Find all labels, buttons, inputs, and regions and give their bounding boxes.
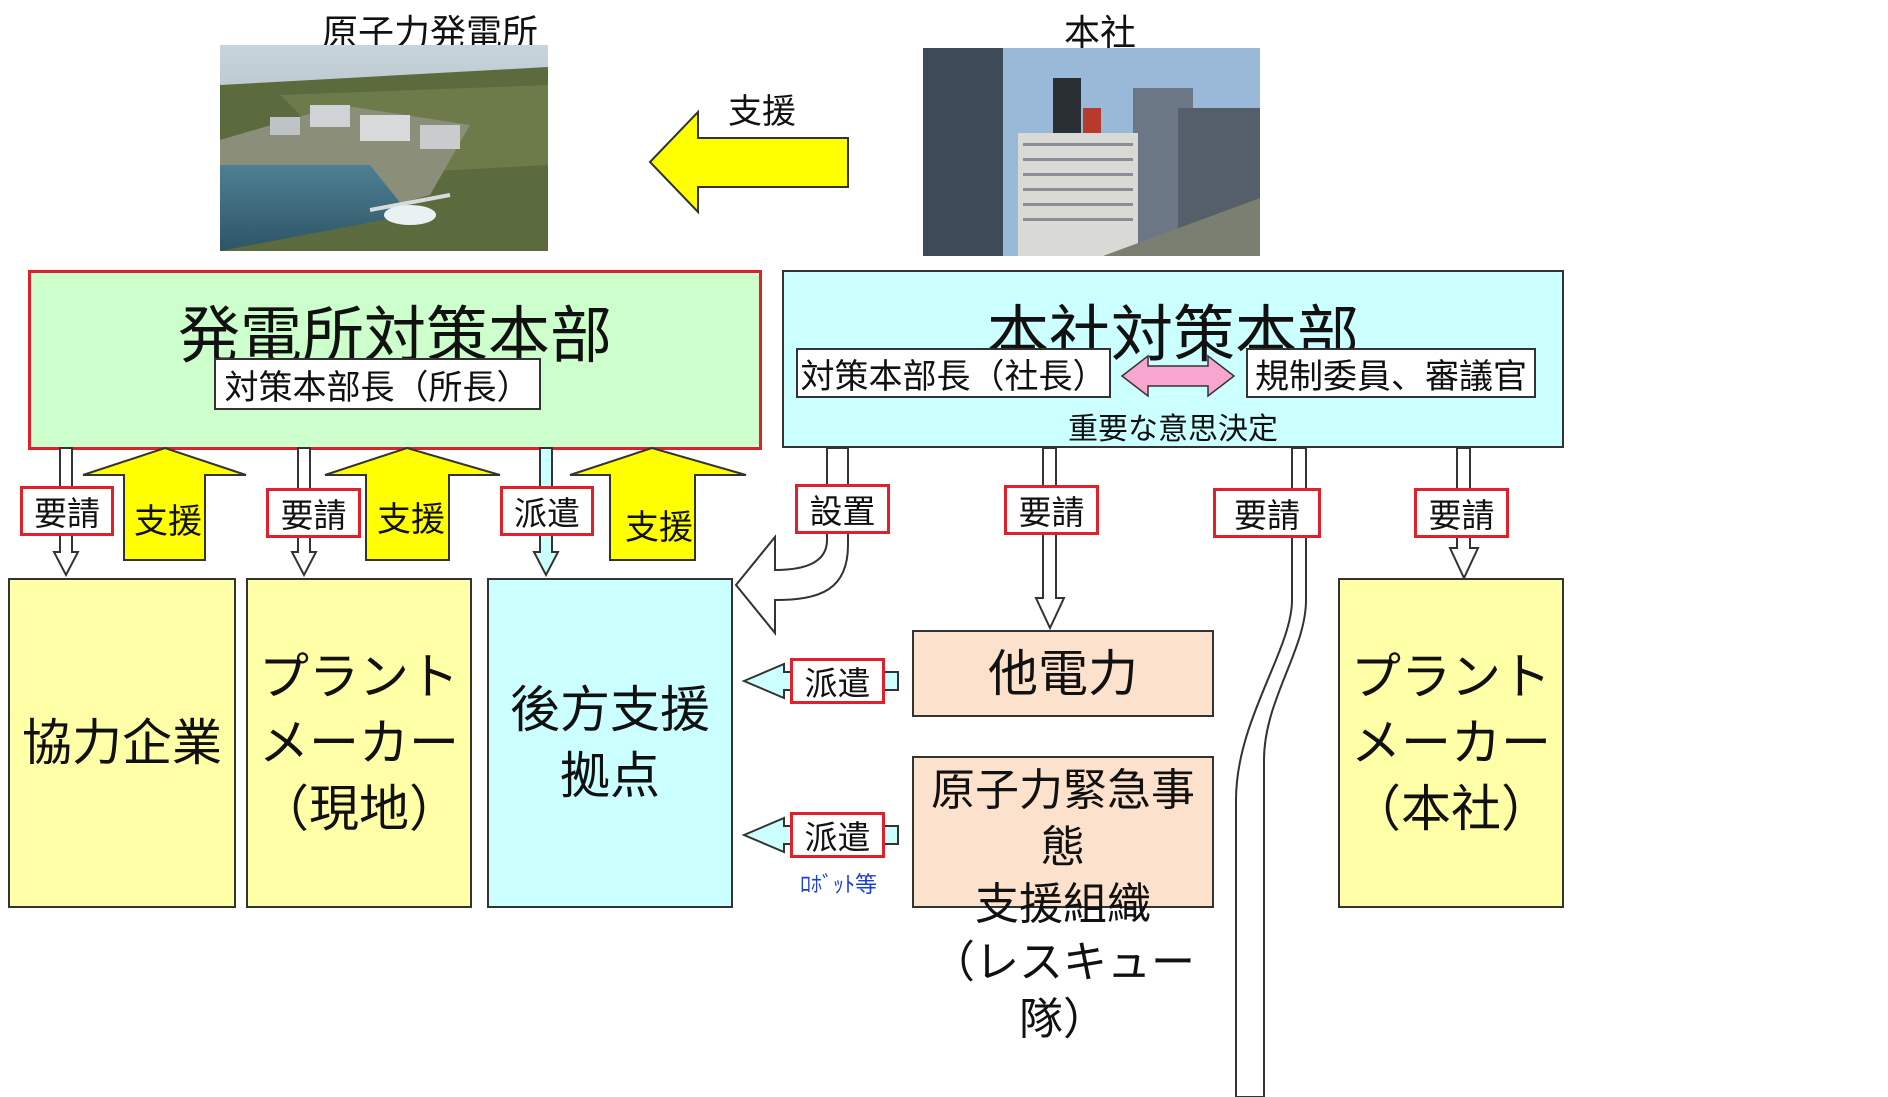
other-power-box: 他電力 [912, 630, 1214, 717]
tag-request-power: 要請 [1004, 485, 1099, 535]
other-power-label: 他電力 [988, 644, 1138, 703]
tag-request-maker-hq: 要請 [1414, 488, 1509, 538]
support-arrow-top-label: 支援 [728, 92, 796, 132]
maker-hq-line-3: （本社） [1351, 780, 1551, 838]
plant-hq-chief: 対策本部長（所長） [214, 358, 541, 410]
hq-caption: 本社 [1063, 13, 1136, 54]
request-arrow-power [1034, 447, 1066, 631]
tag-dispatch-power: 派遣 [790, 658, 885, 704]
tag-establish: 設置 [795, 484, 890, 534]
maker-site-line-1: プラント [259, 648, 459, 706]
plant-hq-box: 発電所対策本部 対策本部長（所長） [28, 270, 762, 450]
tag-request-maker-site: 要請 [266, 488, 361, 538]
company-hq-box: 本社対策本部 対策本部長（社長） 規制委員、審議官 重要な意思決定 [782, 270, 1564, 448]
plant-maker-hq-box: プラント メーカー （本社） [1338, 578, 1564, 908]
support-arrow-up-1 [82, 446, 247, 561]
tag-dispatch-rescue: 派遣 [790, 812, 885, 858]
pink-double-arrow [1120, 354, 1236, 398]
maker-site-line-3: （現地） [259, 780, 459, 838]
rescue-org-box: 原子力緊急事態 支援組織 （レスキュー隊） [912, 756, 1214, 1045]
headquarters-photo [923, 48, 1260, 256]
nuclear-plant-photo [220, 45, 548, 251]
rescue-line-2: 支援組織 [975, 879, 1151, 931]
tag-request-rescue: 要請 [1213, 488, 1321, 538]
company-hq-chief: 対策本部長（社長） [796, 348, 1111, 398]
support-label-1: 支援 [134, 502, 202, 542]
support-arrow-top [648, 109, 849, 215]
backup-base-box: 後方支援 拠点 [487, 578, 733, 908]
tag-dispatch-plant: 派遣 [500, 486, 594, 536]
rescue-line-1: 原子力緊急事態 [931, 765, 1195, 874]
tag-request-partner: 要請 [20, 486, 114, 536]
support-label-3: 支援 [625, 508, 693, 548]
request-arrow-rescue [1235, 447, 1307, 1097]
support-arrow-up-3 [569, 446, 747, 561]
robot-note: ﾛﾎﾞｯﾄ等 [800, 873, 878, 898]
backup-base-line-2: 拠点 [560, 747, 660, 805]
partner-companies-box: 協力企業 [8, 578, 236, 908]
backup-base-line-1: 後方支援 [510, 681, 710, 739]
support-label-2: 支援 [377, 500, 445, 540]
establish-arrow [734, 447, 849, 636]
partner-companies-label: 協力企業 [22, 714, 222, 772]
support-arrow-up-2 [324, 446, 501, 561]
rescue-line-3: （レスキュー隊） [931, 936, 1195, 1045]
maker-hq-line-1: プラント [1351, 648, 1551, 706]
plant-maker-site-box: プラント メーカー （現地） [246, 578, 472, 908]
maker-site-line-2: メーカー [259, 714, 459, 772]
decision-label: 重要な意思決定 [1068, 412, 1278, 447]
regulator-box: 規制委員、審議官 [1246, 348, 1536, 398]
maker-hq-line-2: メーカー [1351, 714, 1551, 772]
